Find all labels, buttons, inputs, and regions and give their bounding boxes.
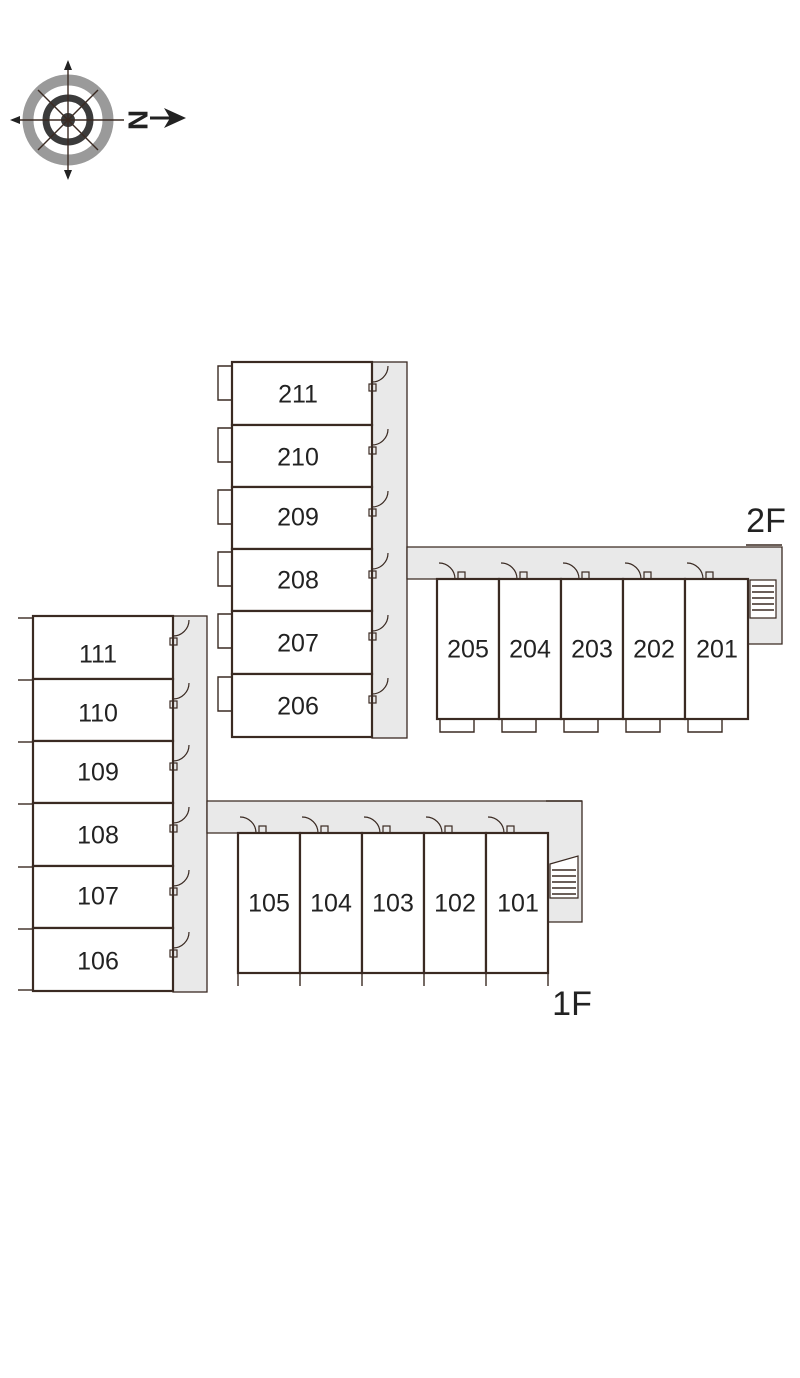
room-label-210: 210 (277, 444, 319, 472)
room-210 (230, 423, 374, 489)
room-label-106: 106 (77, 948, 119, 976)
room-label-105: 105 (248, 890, 290, 918)
room-102 (422, 831, 488, 975)
corridor-2f-vertical (371, 361, 408, 739)
corridor-1f-vertical (172, 615, 208, 993)
room-label-205: 205 (447, 636, 489, 664)
room-201 (683, 577, 750, 721)
room-104 (298, 831, 364, 975)
room-label-101: 101 (497, 890, 539, 918)
room-204 (497, 577, 563, 721)
room-108 (31, 801, 175, 868)
room-label-107: 107 (77, 883, 119, 911)
room-110 (31, 677, 175, 743)
room-109 (31, 739, 175, 805)
rooms-2f-vertical: 211 210 209 208 207 206 (217, 360, 389, 739)
room-label-111: 111 (79, 641, 117, 669)
room-label-204: 204 (509, 636, 551, 664)
floor-2f: 211 210 209 208 207 206 (217, 360, 786, 739)
room-105 (236, 831, 302, 975)
room-label-109: 109 (77, 759, 119, 787)
room-label-104: 104 (310, 890, 352, 918)
room-label-103: 103 (372, 890, 414, 918)
stairs-2f (749, 579, 777, 619)
rooms-1f-horizontal: 105 104 103 102 101 (236, 816, 550, 986)
room-label-211: 211 (278, 381, 318, 409)
rooms-1f-vertical: 111 110 109 108 107 106 (18, 614, 190, 993)
room-206 (230, 672, 374, 739)
room-label-202: 202 (633, 636, 675, 664)
stairs-1f (549, 855, 579, 899)
room-label-203: 203 (571, 636, 613, 664)
room-label-110: 110 (78, 700, 118, 728)
room-101 (484, 831, 550, 975)
room-label-102: 102 (434, 890, 476, 918)
room-label-201: 201 (696, 636, 738, 664)
room-label-207: 207 (277, 630, 319, 658)
room-203 (559, 577, 625, 721)
compass-north-label: N (123, 110, 154, 130)
room-label-108: 108 (77, 822, 119, 850)
floor-1f: 111 110 109 108 107 106 (18, 614, 592, 1023)
compass-icon: N (10, 60, 186, 180)
room-label-209: 209 (277, 504, 319, 532)
room-label-208: 208 (277, 567, 319, 595)
room-106 (31, 926, 175, 993)
rooms-2f-horizontal: 205 204 203 202 201 (435, 562, 750, 733)
room-111 (31, 614, 175, 681)
room-207 (230, 609, 374, 676)
floor-label-2f: 2F (746, 502, 786, 540)
room-label-206: 206 (277, 693, 319, 721)
floor-label-1f: 1F (552, 985, 592, 1023)
room-103 (360, 831, 426, 975)
